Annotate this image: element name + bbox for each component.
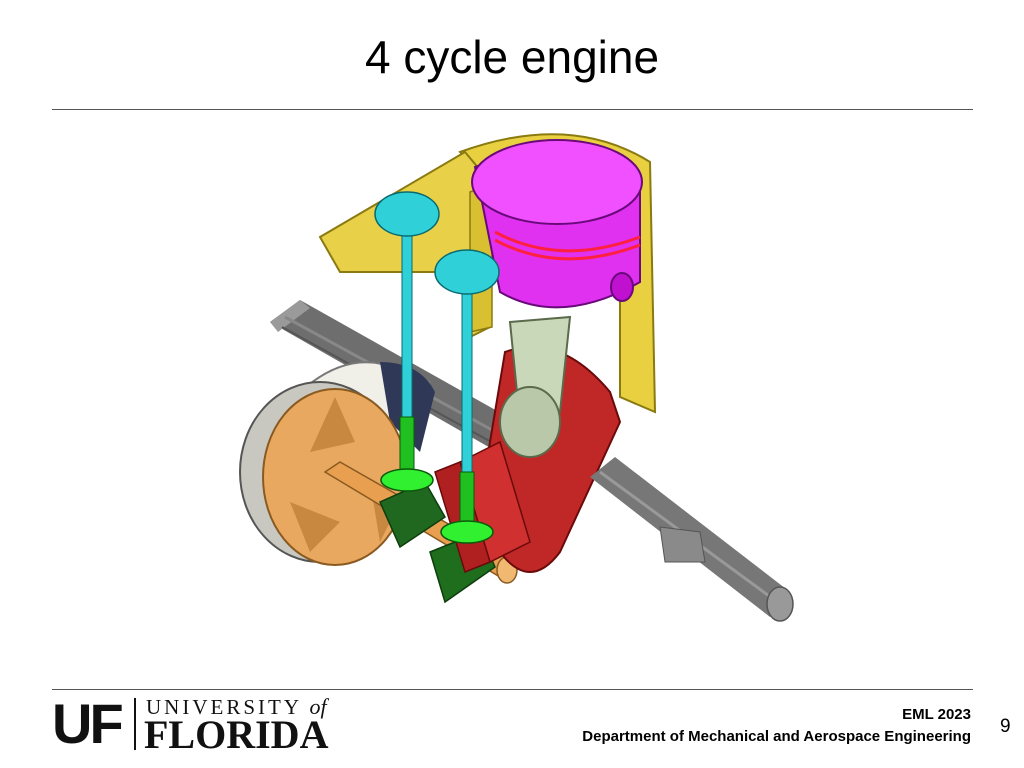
engine-illustration: [239, 133, 794, 622]
logo-university: UNIVERSITY of: [146, 694, 327, 719]
page-number: 9: [1000, 716, 1011, 737]
cam-pulley: [239, 381, 408, 566]
title-divider: [52, 109, 973, 110]
slide-title: 4 cycle engine: [364, 31, 660, 83]
logo-florida: FLORIDA: [144, 712, 329, 757]
footer-course: EML 2023: [902, 706, 971, 723]
crankshaft-output: [590, 457, 794, 622]
footer-department: Department of Mechanical and Aerospace E…: [582, 728, 971, 745]
logo-of: of: [309, 694, 327, 719]
piston: [471, 139, 643, 309]
logo-uf: UF: [52, 692, 124, 755]
connecting-rod: [499, 315, 572, 458]
logo-university-word: UNIVERSITY: [146, 695, 302, 719]
exhaust-valve: [434, 249, 500, 544]
footer-divider: [52, 689, 973, 690]
university-logo: UF UNIVERSITY of FLORIDA: [52, 692, 352, 757]
intake-valve: [374, 191, 440, 492]
logo-divider: [134, 698, 136, 750]
